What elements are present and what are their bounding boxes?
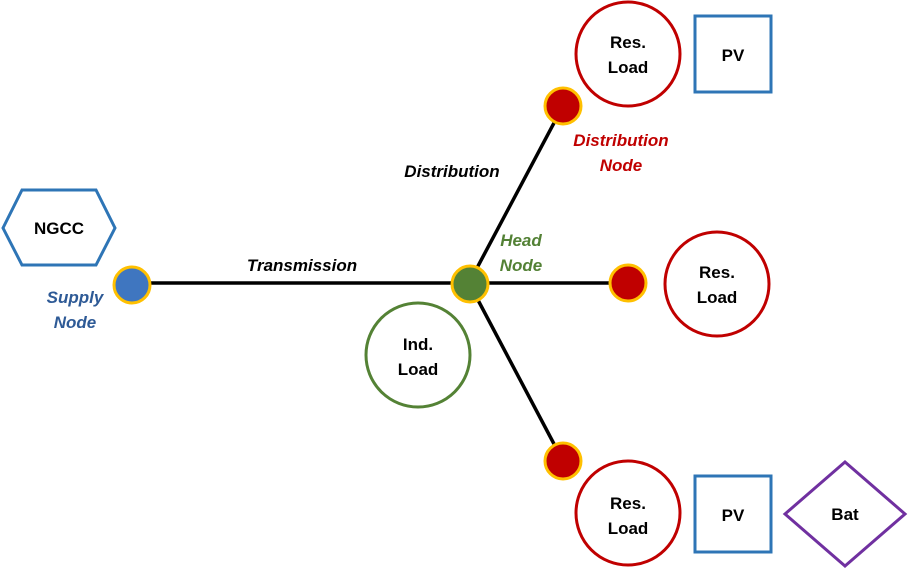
battery-label: Bat [831,505,859,524]
distribution-line-bottom [467,282,565,462]
residential-load-top-label-line1: Res. [610,33,646,52]
head-node-label-line1: Head [500,231,542,250]
pv-label-top: PV [722,46,745,65]
distribution-node-label-line1: Distribution [573,131,668,150]
distribution-label: Distribution [404,162,499,181]
supply-node-label-line1: Supply [47,288,105,307]
transmission-label: Transmission [247,256,357,275]
battery-diamond [782,460,908,568]
industrial-load-label-line1: Ind. [403,335,433,354]
ngcc-source-hexagon [1,188,117,267]
residential-load-middle-label-line2: Load [697,288,738,307]
pv-box-bottom [693,474,773,554]
head-node[interactable] [450,264,490,304]
residential-load-bottom-label-line1: Res. [610,494,646,513]
distribution-node-middle[interactable] [608,263,648,303]
residential-load-bottom-label-line2: Load [608,519,649,538]
distribution-node-label-line2: Node [600,156,643,175]
industrial-load [364,301,472,409]
supply-node-label-line2: Node [54,313,97,332]
residential-load-middle-label-line1: Res. [699,263,735,282]
pv-box-top [693,14,773,94]
supply-node[interactable] [112,265,152,305]
residential-load-top-label-line2: Load [608,58,649,77]
residential-load-bottom [574,459,682,567]
distribution-node-top[interactable] [543,86,583,126]
residential-load-middle [663,230,771,338]
pv-label-bottom: PV [722,506,745,525]
head-node-label-line2: Node [500,256,543,275]
industrial-load-label-line2: Load [398,360,439,379]
ngcc-label: NGCC [34,219,84,238]
distribution-line-top [467,105,565,284]
distribution-node-bottom[interactable] [543,441,583,481]
residential-load-top [574,0,682,108]
